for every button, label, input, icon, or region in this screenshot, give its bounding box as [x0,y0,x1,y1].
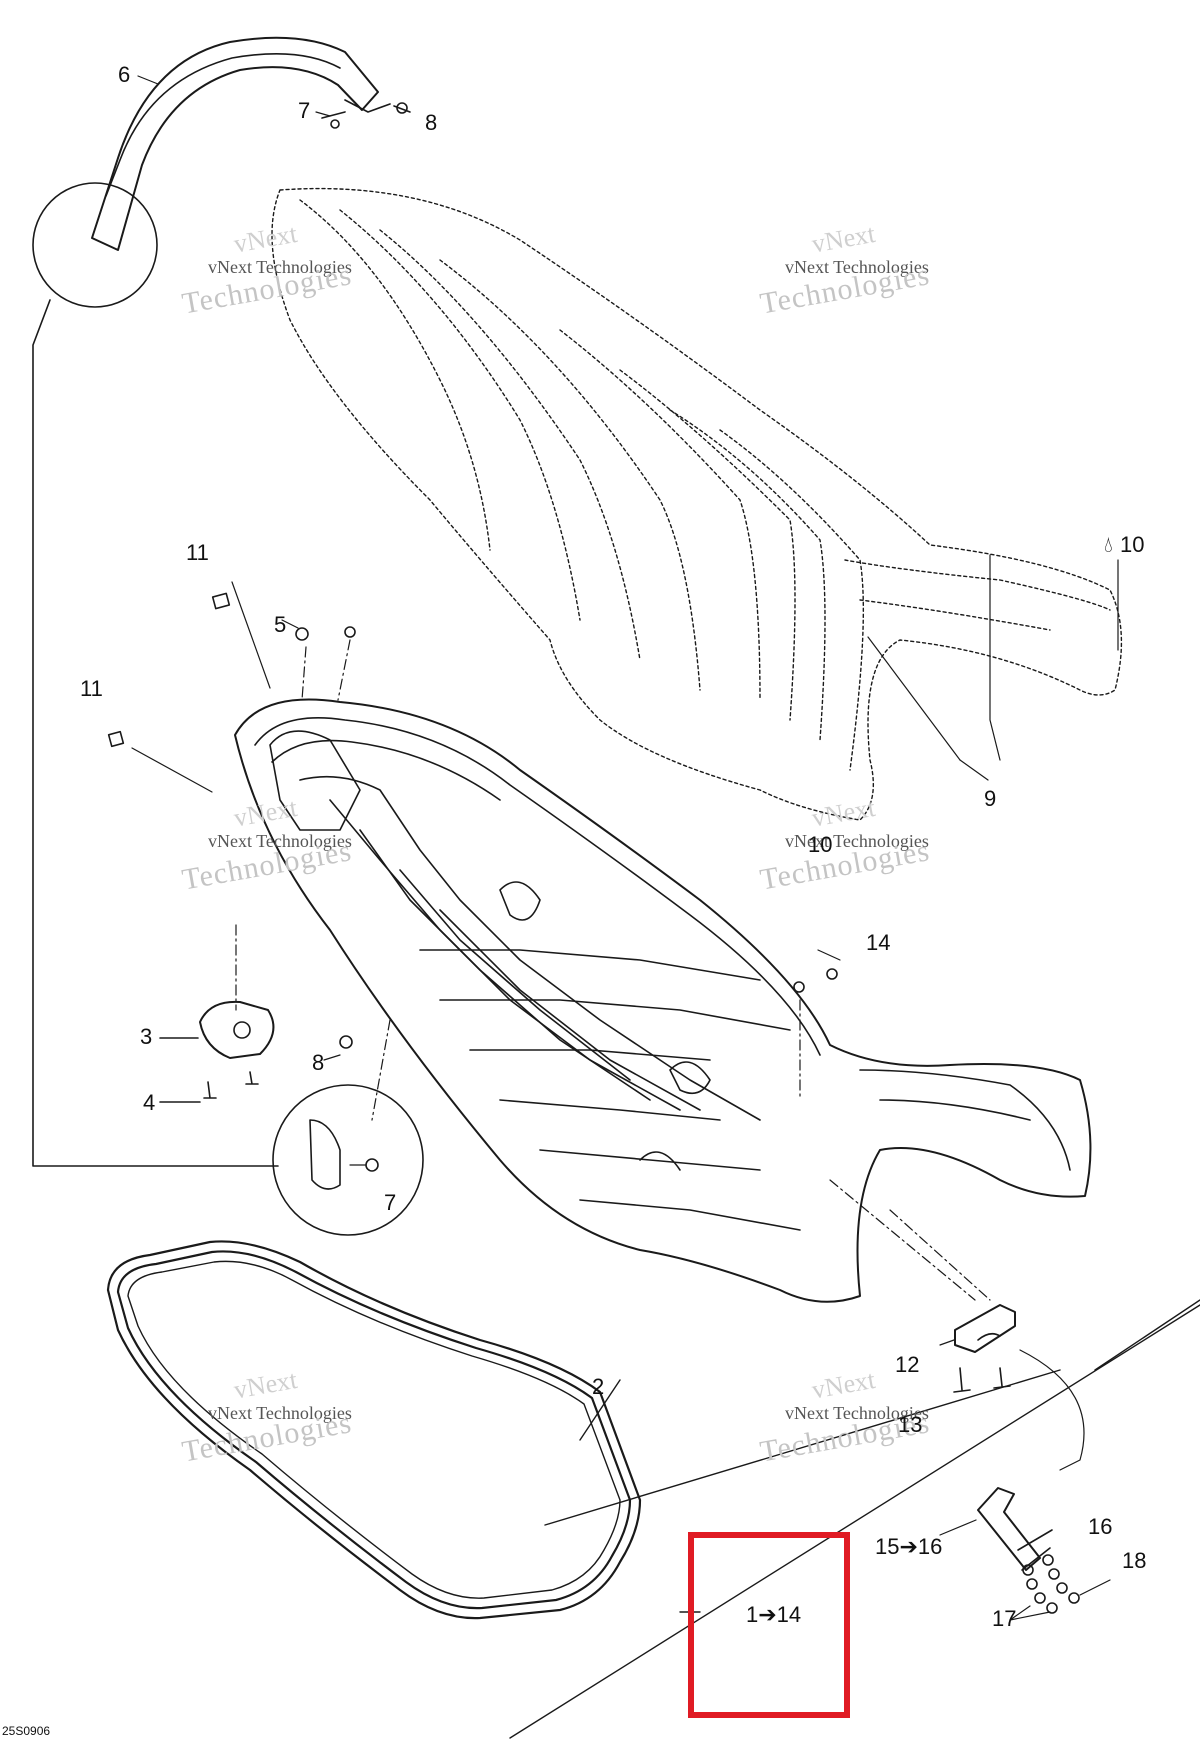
callout-label: 8 [425,110,438,135]
watermark-text: vNext Technologies [208,257,352,277]
seat-strap [939,1487,1111,1621]
watermark-text: vNext Technologies [785,1403,929,1423]
diagram-code: 25S0906 [2,1724,51,1738]
handle-fasteners [321,102,411,129]
seat-latch [159,1000,275,1103]
watermark-text: vNext Technologies [785,831,929,851]
base-plane [509,1299,1200,1739]
callout-label: 5 [274,612,287,637]
callout-label: 3 [140,1024,153,1049]
leader-lines [235,639,991,1301]
seat-base [234,698,1092,1303]
callout-label: 11 [80,676,103,701]
callout-label: 11 [186,540,209,565]
drop-icon: 💧︎ [1104,532,1113,557]
callout-label: 4 [143,1090,156,1115]
watermark-text: vNext Technologies [208,1403,352,1423]
grab-handle [91,36,391,251]
detail-connector-line [32,299,279,1167]
watermark-text: vNext Technologies [785,257,929,277]
callout-label: 12 [895,1352,920,1377]
small-fasteners [107,581,838,1049]
callout-label: 9 [984,786,997,811]
rear-bracket [939,1304,1085,1471]
detail-circle-top [32,182,158,308]
callout-label: 6 [118,62,131,87]
seat-cover [271,187,1123,821]
callout-label: 10 [808,832,833,857]
seat-seal [106,1240,642,1620]
callout-label: 2 [592,1374,605,1399]
callout-label: 7 [384,1190,397,1215]
callout-label: 💧︎ [1104,534,1113,556]
callout-label: 17 [992,1606,1017,1631]
callout-label: 18 [1122,1548,1147,1573]
callout-label: 10 [1120,532,1145,557]
highlight-box: 1➔14 [688,1532,850,1718]
callout-leaders [137,75,1119,1061]
callout-label: 7 [298,98,311,123]
callout-label: 13 [898,1412,923,1437]
detail-circle-bottom [272,1084,424,1236]
callout-label: 15➔16 [875,1534,943,1559]
assembly-range-label: 1➔14 [746,1602,802,1627]
callout-label: 16 [1088,1514,1113,1539]
callout-label: 14 [866,930,891,955]
watermark-text: vNext Technologies [208,831,352,851]
callout-label: 8 [312,1050,325,1075]
